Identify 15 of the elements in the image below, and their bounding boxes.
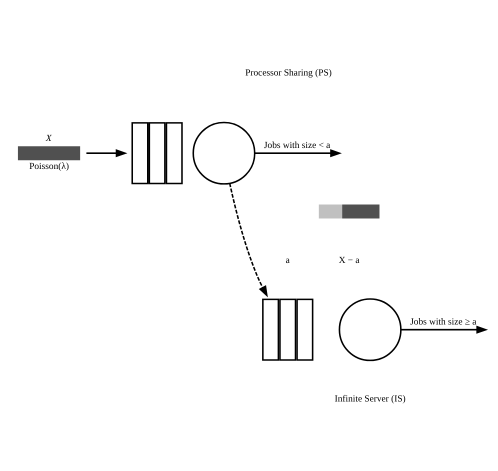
- label: Processor Sharing (PS): [245, 68, 332, 78]
- arrow: [86, 148, 128, 157]
- label: a: [286, 255, 290, 266]
- node-label: Poisson(λ): [29, 162, 69, 172]
- arrow: [254, 148, 342, 157]
- arrow: [400, 325, 488, 334]
- node-bar: [18, 146, 80, 160]
- edge-label: Jobs with size < a: [264, 140, 330, 151]
- edge-label: Jobs with size ≥ a: [410, 317, 476, 328]
- node-circle: [192, 121, 256, 184]
- label: X − a: [338, 255, 360, 266]
- node-circle: [338, 298, 402, 361]
- label: Infinite Server (IS): [334, 394, 406, 404]
- arrow: [229, 182, 268, 297]
- node-label: X: [46, 134, 52, 144]
